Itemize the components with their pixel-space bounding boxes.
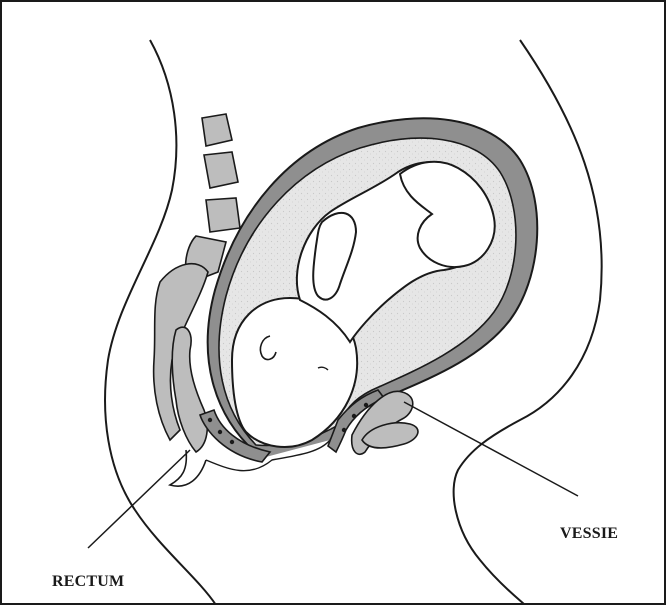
- vertebra: [206, 198, 240, 232]
- vertebra: [202, 114, 232, 146]
- rectum-label: RECTUM: [52, 573, 124, 590]
- vertebra: [204, 152, 238, 188]
- vessie-label: VESSIE: [560, 525, 618, 542]
- vessie-leader-line: [404, 402, 578, 496]
- rectum-canal: [170, 450, 206, 486]
- rectum-leader-line: [88, 450, 190, 548]
